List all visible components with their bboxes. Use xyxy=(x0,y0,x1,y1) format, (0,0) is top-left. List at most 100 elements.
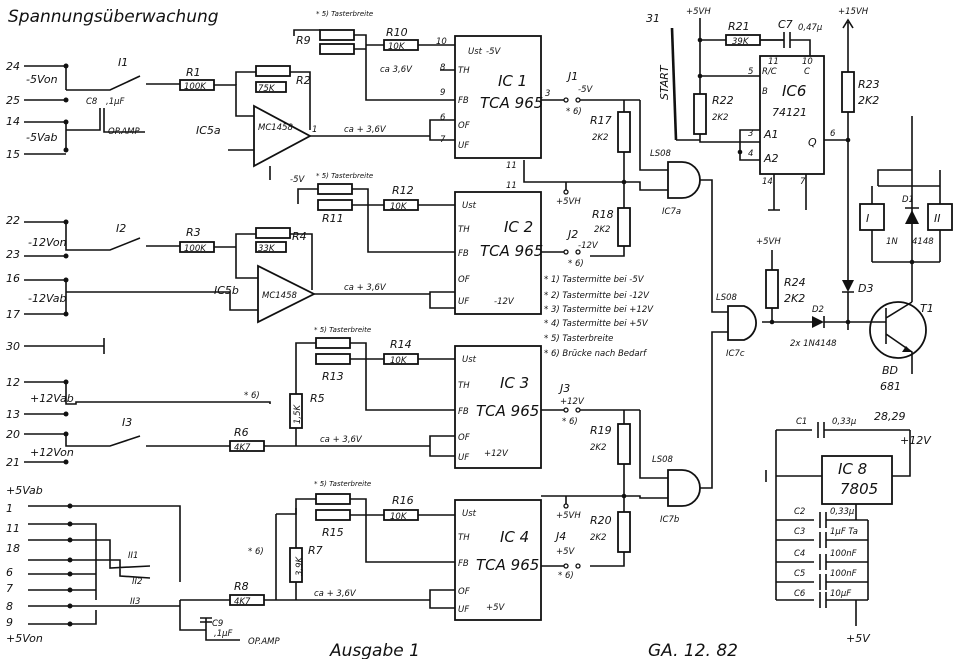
terminal-8-label: 8 xyxy=(6,600,13,613)
ic2-pin-th: TH xyxy=(458,225,470,235)
plus5vab-label: +5Vab xyxy=(6,484,43,497)
switch-ii1-label: II1 xyxy=(128,551,138,561)
resistor-r13 xyxy=(315,353,351,365)
ca36-ic1: ca + 3,6V xyxy=(344,125,387,135)
ic2-level: -12V xyxy=(494,297,515,307)
p5vh-mid-label: +5VH xyxy=(756,237,781,247)
ic5a-type: MC1458 xyxy=(258,123,293,133)
rail-28-29-label: 28,29 xyxy=(874,410,906,423)
note3-ref: * 6) xyxy=(244,391,260,401)
t1-type: BD xyxy=(882,364,898,377)
r24-label: R24 xyxy=(784,276,806,289)
d2-value: 2x 1N4148 xyxy=(790,339,837,349)
ic5b-type: MC1458 xyxy=(262,291,297,301)
diode-d3 xyxy=(842,280,854,292)
t1-label: T1 xyxy=(920,302,934,315)
ic1-pin6: 6 xyxy=(440,113,446,123)
r2-value: 75K xyxy=(258,84,276,94)
ic3-pin-ust: Ust xyxy=(462,355,477,365)
r6-value: 4K7 xyxy=(234,443,251,453)
ic2-type: TCA 965 xyxy=(480,242,543,260)
j4-note: * 6) xyxy=(558,571,574,581)
gate-ic7b: LS08 IC7b xyxy=(624,331,728,525)
opamp-label-1: OP.AMP xyxy=(108,127,140,137)
ic3-pin-of: OF xyxy=(458,433,470,443)
ic8-type: 7805 xyxy=(840,480,878,498)
ic2-pin-fb: FB xyxy=(458,249,469,259)
r16-label: R16 xyxy=(392,494,414,507)
r22-label: R22 xyxy=(712,94,734,107)
ic6-pin7: 7 xyxy=(800,177,806,187)
r1-value: 100K xyxy=(184,82,207,92)
note5-ic1: * 5) Tasterbreite xyxy=(316,10,373,18)
terminal-24-label: 24 xyxy=(6,60,20,73)
ic7a-label: IC7a xyxy=(662,207,681,217)
ic1-pin-th: TH xyxy=(458,66,470,76)
opamp-ic5a xyxy=(253,104,312,168)
switch-ii3-label: II3 xyxy=(130,597,140,607)
resistor-r24 xyxy=(765,269,779,309)
input-group-minus12v: 22 23 16 17 -12Von -12Vab I2 xyxy=(6,214,258,321)
c7-value: 0,47µ xyxy=(798,23,823,33)
r22-value: 2K2 xyxy=(712,113,728,123)
r18-label: R18 xyxy=(592,208,614,221)
ic6-q: Q xyxy=(808,136,817,149)
resistor-r9 xyxy=(319,43,355,55)
c8-value: ,1µF xyxy=(106,97,125,107)
ic4-pin-of: OF xyxy=(458,587,470,597)
ic1-pin3: 3 xyxy=(545,89,550,99)
r3-value: 100K xyxy=(184,244,207,254)
c9-value: ,1µF xyxy=(214,629,233,639)
r4-value: 33K xyxy=(258,244,276,254)
r23-value: 2K2 xyxy=(858,94,879,107)
switch-i2-label: I2 xyxy=(116,222,126,235)
relay-block: I II D1 1N 4148 xyxy=(859,116,953,302)
j1-note: * 6) xyxy=(566,107,582,117)
resistor-r4 xyxy=(255,241,287,253)
j3-note: * 6) xyxy=(562,417,578,427)
ic4-pin-uf: UF xyxy=(458,605,469,615)
ic1-pin10: 10 xyxy=(436,37,447,47)
c5-label: C5 xyxy=(794,569,805,579)
ic6-b: B xyxy=(762,87,768,97)
resistor-r2-pot xyxy=(255,65,291,77)
ic6-a1: A1 xyxy=(763,128,779,141)
ic6-type: 74121 xyxy=(772,106,807,119)
j4-value: +5V xyxy=(556,547,576,557)
input-group-plus5v: +5Vab 1 11 18 6 7 8 9 +5Von II1 II2 II3 … xyxy=(6,484,455,647)
c7-label: C7 xyxy=(778,18,793,31)
r16-value: 10K xyxy=(390,512,408,522)
gate-ic7a: LS08 IC7a xyxy=(624,100,728,313)
ic2-label: IC 2 xyxy=(504,218,533,236)
r20-value: 2K2 xyxy=(590,533,606,543)
ic6-label: IC6 xyxy=(782,82,806,100)
r20-label: R20 xyxy=(590,514,612,527)
p5vh-ic3: +5VH xyxy=(556,511,581,521)
relay-coil-1 xyxy=(859,203,885,231)
ic1-pin11: 11 xyxy=(506,161,517,171)
ic1-label: IC 1 xyxy=(498,72,527,90)
ic7b-label: IC7b xyxy=(660,515,679,525)
t1-value: 681 xyxy=(880,380,901,393)
ic1-type: TCA 965 xyxy=(480,94,543,112)
terminal-20-label: 20 xyxy=(6,428,20,441)
plus12vab-label: +12Vab xyxy=(30,392,74,405)
terminal-30: 30 xyxy=(6,338,105,354)
ic6-pin4: 4 xyxy=(748,149,753,159)
ic2-pin-of: OF xyxy=(458,275,470,285)
r24-network: +5VH R24 2K2 xyxy=(756,237,806,325)
ic4-label: IC 4 xyxy=(500,528,529,546)
r9-label: R9 xyxy=(296,34,311,47)
note-6: * 6) Brücke nach Bedarf xyxy=(544,349,648,359)
j2-value: -12V xyxy=(578,241,599,251)
r23-network: +15VH R23 2K2 xyxy=(838,7,880,280)
footer-right: GA. 12. 82 xyxy=(648,641,738,659)
minus12vab-label: -12Vab xyxy=(28,292,67,305)
d2-label: D2 xyxy=(812,305,824,315)
note-1: * 1) Tastermitte bei -5V xyxy=(544,275,645,285)
resistor-r22 xyxy=(693,93,707,135)
r5-label: R5 xyxy=(310,392,325,405)
terminal-11-label: 11 xyxy=(6,522,20,535)
note-2: * 2) Tastermitte bei -12V xyxy=(544,291,650,301)
r5-value: 1,5K xyxy=(293,403,303,424)
